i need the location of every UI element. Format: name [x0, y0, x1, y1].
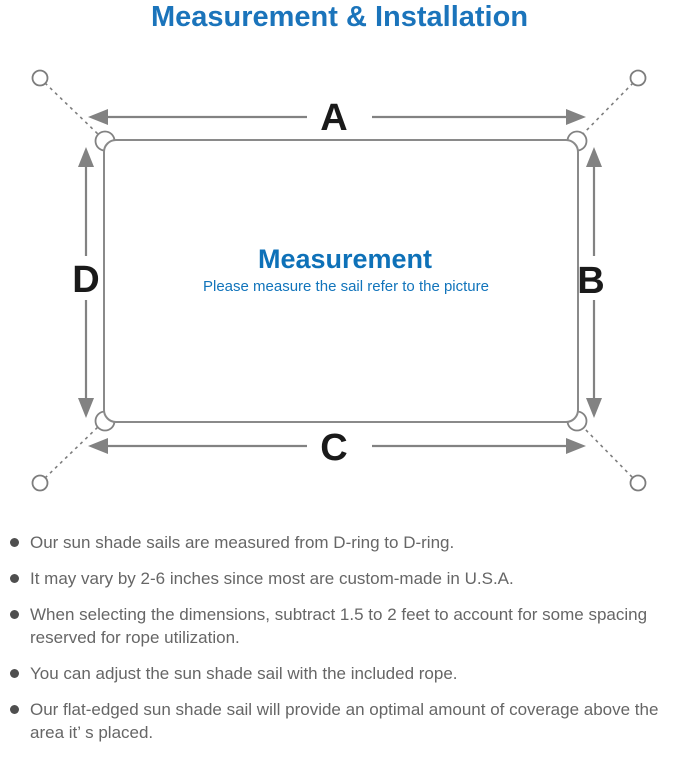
- anchor-ring-icon-bottom-left: [31, 474, 49, 492]
- rope-dashed-lines: [44, 82, 634, 479]
- dimension-label-b: B: [577, 260, 604, 302]
- arrow-down-icon: [586, 398, 602, 418]
- bullet-icon: [10, 610, 19, 619]
- dimension-arrow-a: [88, 109, 586, 125]
- arrow-left-icon: [88, 438, 108, 454]
- note-text: It may vary by 2-6 inches since most are…: [30, 569, 514, 588]
- anchor-ring-icon-top-left: [31, 69, 49, 87]
- note-text: When selecting the dimensions, subtract …: [30, 605, 648, 647]
- dimension-label-d: D: [72, 259, 99, 301]
- anchor-ring-icon-top-right: [629, 69, 647, 87]
- arrow-right-icon: [566, 109, 586, 125]
- list-item: Our flat-edged sun shade sail will provi…: [10, 698, 670, 744]
- measurement-diagram: A C D B Measurement Please measure the s…: [31, 69, 647, 492]
- list-item: Our sun shade sails are measured from D-…: [10, 531, 670, 554]
- arrow-up-icon: [78, 147, 94, 167]
- note-text: You can adjust the sun shade sail with t…: [30, 664, 458, 683]
- sail-outline: [103, 139, 579, 423]
- dimension-arrow-c: [88, 438, 586, 454]
- dimension-label-c: C: [320, 427, 347, 469]
- list-item: It may vary by 2-6 inches since most are…: [10, 567, 670, 590]
- list-item: You can adjust the sun shade sail with t…: [10, 662, 670, 685]
- arrow-up-icon: [586, 147, 602, 167]
- notes-list: Our sun shade sails are measured from D-…: [10, 531, 670, 757]
- rope-dashed-line-bottom-left: [44, 424, 101, 479]
- dimension-arrow-b: [586, 147, 602, 418]
- diagram-center-heading: Measurement: [258, 244, 432, 274]
- bullet-icon: [10, 538, 19, 547]
- rope-dashed-line-top-right: [580, 82, 634, 137]
- arrow-down-icon: [78, 398, 94, 418]
- rope-dashed-line-bottom-right: [580, 424, 634, 479]
- note-text: Our flat-edged sun shade sail will provi…: [30, 700, 659, 742]
- note-text: Our sun shade sails are measured from D-…: [30, 533, 455, 552]
- page-title: Measurement & Installation: [150, 1, 529, 33]
- rope-dashed-line-top-left: [44, 82, 101, 137]
- bullet-icon: [10, 574, 19, 583]
- measurement-diagram-svg: A C D B Measurement Please measure the s…: [31, 69, 647, 492]
- arrow-right-icon: [566, 438, 586, 454]
- dimension-label-a: A: [320, 97, 347, 139]
- list-item: When selecting the dimensions, subtract …: [10, 603, 670, 649]
- dimension-arrow-d: [78, 147, 94, 418]
- bullet-icon: [10, 705, 19, 714]
- arrow-left-icon: [88, 109, 108, 125]
- bullet-icon: [10, 669, 19, 678]
- anchor-ring-icon-bottom-right: [629, 474, 647, 492]
- diagram-center-subtitle: Please measure the sail refer to the pic…: [203, 278, 489, 295]
- anchor-rings: [31, 69, 647, 492]
